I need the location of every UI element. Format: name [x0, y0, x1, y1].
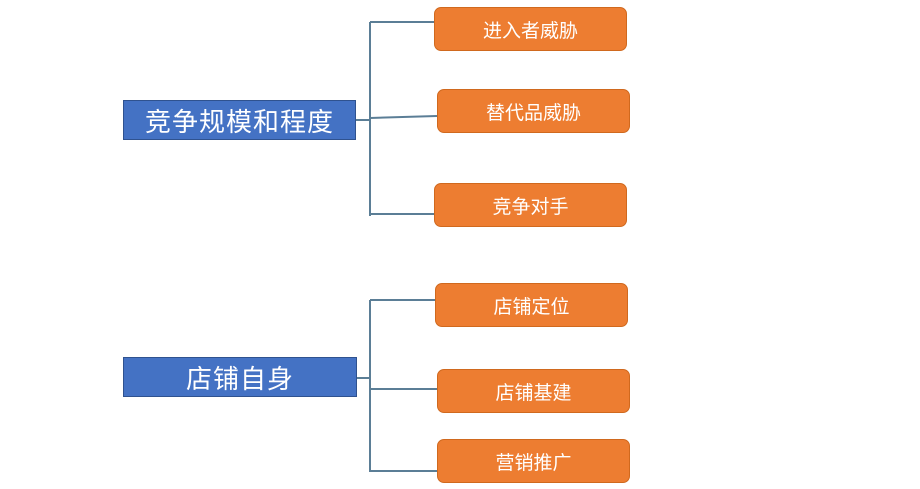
connector-branch-1-2	[369, 115, 438, 119]
root-node-store-self: 店铺自身	[123, 357, 357, 397]
leaf-node-entrant-threat: 进入者威胁	[434, 7, 627, 51]
leaf-node-store-positioning: 店铺定位	[435, 283, 628, 327]
leaf-node-substitute-threat: 替代品威胁	[437, 89, 630, 133]
leaf-node-marketing: 营销推广	[437, 439, 630, 483]
root-node-competition: 竞争规模和程度	[123, 100, 356, 140]
leaf-node-competitors: 竞争对手	[434, 183, 627, 227]
leaf-node-store-infrastructure: 店铺基建	[437, 369, 630, 413]
